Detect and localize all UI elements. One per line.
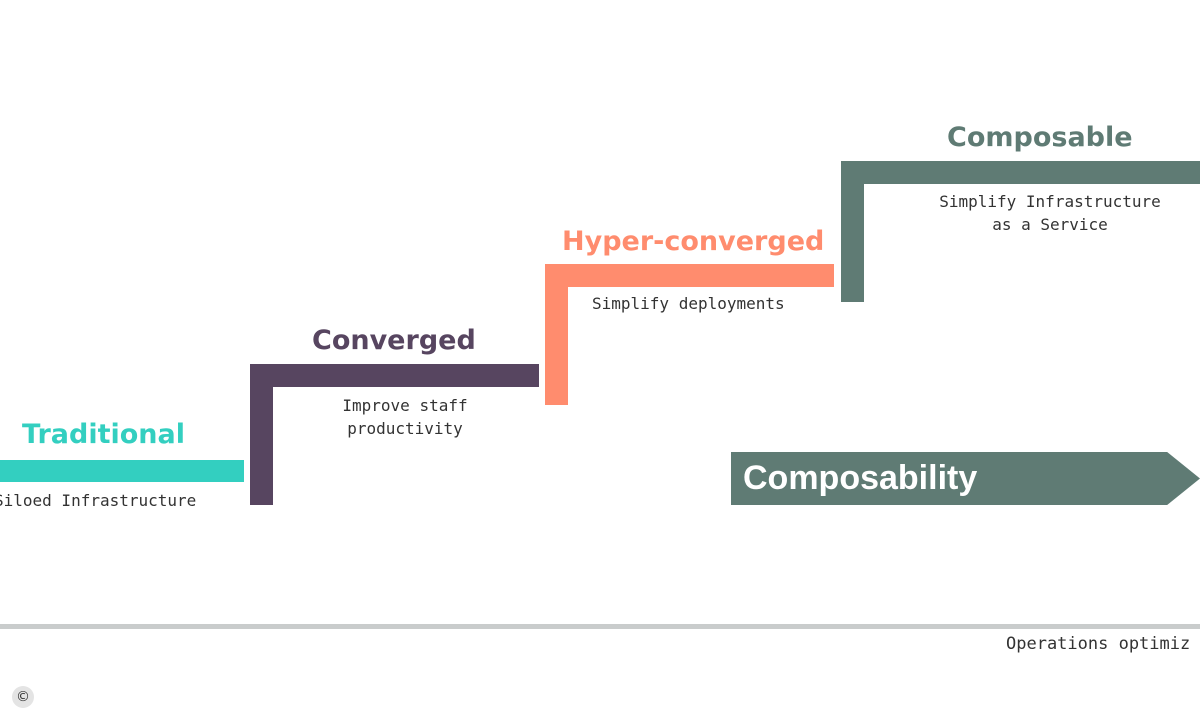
step-desc-line: Improve staff bbox=[342, 396, 468, 415]
composability-arrow: Composability bbox=[731, 452, 1200, 505]
step-desc-line: Siloed Infrastructure bbox=[0, 491, 197, 510]
step-bar-composable bbox=[841, 161, 1200, 184]
step-riser-converged bbox=[250, 364, 273, 505]
step-riser-composable bbox=[841, 161, 864, 302]
step-desc-line: Simplify deployments bbox=[592, 294, 785, 313]
axis-line bbox=[0, 624, 1200, 629]
step-desc-traditional: Siloed Infrastructure bbox=[0, 489, 196, 512]
step-desc-converged: Improve staff productivity bbox=[300, 394, 510, 440]
step-desc-hyper-converged: Simplify deployments bbox=[592, 292, 785, 315]
step-desc-composable: Simplify Infrastructure as a Service bbox=[905, 190, 1195, 236]
step-title-hyper-converged: Hyper-converged bbox=[562, 226, 825, 257]
step-bar-traditional bbox=[0, 460, 244, 482]
step-desc-line: Simplify Infrastructure bbox=[939, 192, 1161, 211]
step-title-traditional: Traditional bbox=[22, 419, 185, 450]
step-desc-line: as a Service bbox=[992, 215, 1108, 234]
step-bar-converged bbox=[250, 364, 539, 387]
step-desc-line: productivity bbox=[347, 419, 463, 438]
copyright-icon: © bbox=[12, 686, 34, 708]
step-bar-hyper-converged bbox=[545, 264, 834, 287]
composability-label: Composability bbox=[743, 459, 978, 497]
step-title-composable: Composable bbox=[947, 122, 1133, 153]
step-title-converged: Converged bbox=[312, 325, 476, 356]
step-riser-hyper-converged bbox=[545, 264, 568, 405]
axis-label: Operations optimiz bbox=[1006, 634, 1191, 654]
